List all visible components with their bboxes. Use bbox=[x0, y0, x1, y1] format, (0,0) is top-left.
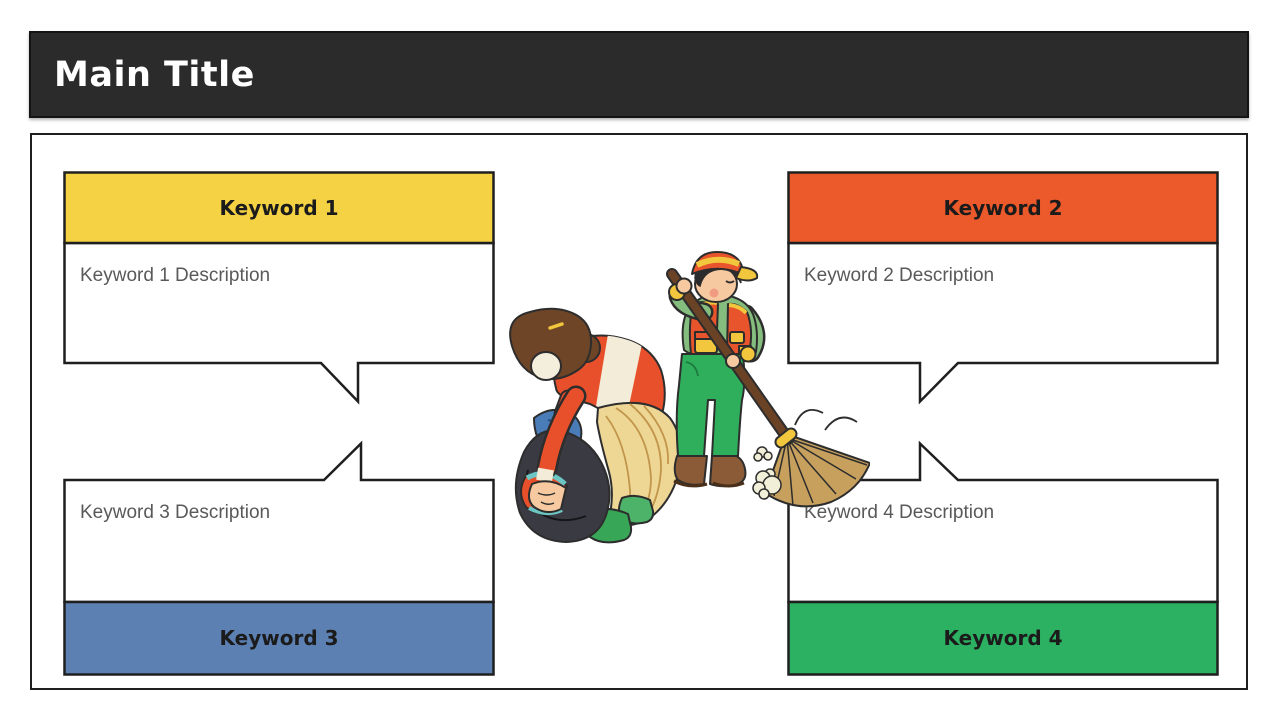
cleaning-workers-illustration bbox=[509, 251, 870, 544]
keyword-1-description[interactable]: Keyword 1 Description bbox=[80, 265, 271, 286]
keyword-box-3[interactable]: Keyword 3 Description Keyword 3 bbox=[63, 440, 495, 676]
keyword-box-1[interactable]: Keyword 1 Keyword 1 Description bbox=[63, 171, 495, 405]
keyword-4-description[interactable]: Keyword 4 Description bbox=[804, 502, 995, 523]
bubble-body bbox=[787, 241, 1219, 405]
bubble-header bbox=[63, 171, 495, 245]
speech-bubble-shape-3 bbox=[63, 440, 495, 676]
keyword-4-label[interactable]: Keyword 4 bbox=[943, 626, 1063, 650]
main-title[interactable]: Main Title bbox=[54, 54, 255, 95]
speech-bubble-shape-1 bbox=[63, 171, 495, 405]
keyword-3-description[interactable]: Keyword 3 Description bbox=[80, 502, 271, 523]
trash-bag bbox=[514, 385, 611, 543]
speech-bubble-shape-4 bbox=[787, 440, 1219, 676]
title-bar: Main Title bbox=[29, 31, 1249, 118]
bubble-header bbox=[787, 600, 1219, 676]
keyword-3-label[interactable]: Keyword 3 bbox=[219, 626, 339, 650]
keyword-box-2[interactable]: Keyword 2 Keyword 2 Description bbox=[787, 171, 1219, 405]
keyword-2-description[interactable]: Keyword 2 Description bbox=[804, 265, 995, 286]
woman-picking-up-trash-bag bbox=[509, 307, 683, 544]
broom bbox=[666, 268, 870, 508]
dust-puffs bbox=[752, 409, 858, 500]
keyword-1-label[interactable]: Keyword 1 bbox=[219, 196, 339, 220]
keyword-box-4[interactable]: Keyword 4 Description Keyword 4 bbox=[787, 440, 1219, 676]
speech-bubble-shape-2 bbox=[787, 171, 1219, 405]
bubble-header bbox=[63, 600, 495, 676]
bubble-body bbox=[63, 241, 495, 405]
bubble-header bbox=[787, 171, 1219, 245]
keyword-2-label[interactable]: Keyword 2 bbox=[943, 196, 1063, 220]
